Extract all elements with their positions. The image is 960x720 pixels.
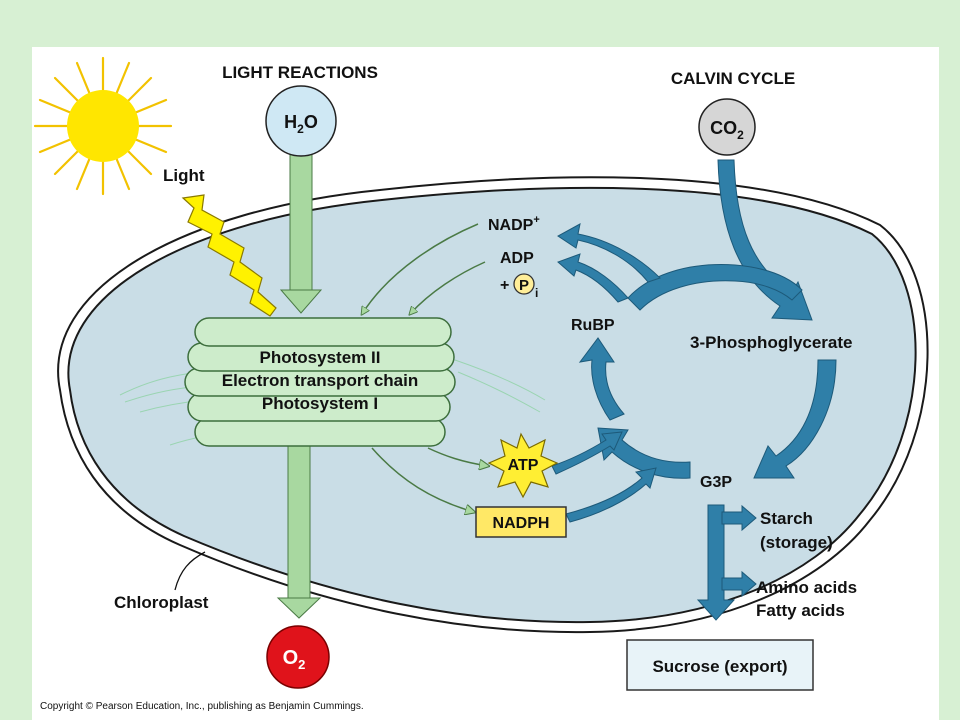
h2o-main: H: [284, 112, 297, 132]
oxygen-node: O2: [266, 625, 330, 689]
atp-label: ATP: [508, 457, 539, 474]
nadp-superscript: +: [533, 214, 539, 226]
copyright-text: Copyright © Pearson Education, Inc., pub…: [40, 701, 364, 712]
svg-text:H2O: H2O: [284, 112, 318, 136]
svg-text:CO2: CO2: [710, 118, 744, 142]
sucrose-label: Sucrose (export): [652, 657, 787, 676]
chloroplast-stroma: [67, 186, 917, 624]
o2-main: O: [283, 647, 299, 669]
oxygen-output-arrow: [276, 439, 322, 619]
nadp-main: NADP: [488, 217, 534, 234]
pi-circle: [513, 273, 535, 295]
phosphoglycerate-label: 3-Phosphoglycerate: [690, 333, 853, 352]
calvin-cycle-heading: CALVIN CYCLE: [671, 69, 795, 88]
o2-subscript: 2: [298, 657, 305, 672]
to-nadph-arrow: [371, 447, 474, 512]
carbon-dioxide-node: CO2: [698, 98, 756, 156]
light-bolt-icon: [181, 194, 277, 317]
pi-main: P: [519, 277, 529, 294]
storage-label: (storage): [760, 533, 833, 552]
thylakoid-stack: [184, 317, 456, 447]
pi-prefix: +: [500, 277, 509, 294]
h2o-tail: O: [304, 112, 318, 132]
co2-subscript: 2: [737, 128, 744, 142]
photosystem-i-label: Photosystem I: [262, 394, 378, 413]
electron-transport-chain-label: Electron transport chain: [222, 371, 418, 390]
pi-subscript: i: [535, 286, 538, 300]
light-label: Light: [163, 166, 205, 185]
starch-label: Starch: [760, 509, 813, 528]
chloroplast-pointer: [174, 551, 206, 591]
nadph-box: [475, 506, 567, 538]
sun-icon: [33, 56, 173, 196]
water-node: H2O: [265, 85, 337, 157]
nadp-plus-label: NADP+: [488, 214, 540, 234]
co2-main: CO: [710, 118, 737, 138]
rubp-label: RuBP: [571, 317, 615, 334]
calvin-cycle-arrows: [551, 159, 837, 621]
amino-acids-label: Amino acids: [756, 578, 857, 597]
adp-return-arrow: [410, 261, 486, 314]
sucrose-box: [626, 639, 814, 691]
adp-label: ADP: [500, 250, 534, 267]
h2o-subscript: 2: [297, 122, 304, 136]
light-reactions-heading: LIGHT REACTIONS: [222, 63, 378, 82]
g3p-label: G3P: [700, 474, 732, 491]
nadph-label: NADPH: [493, 515, 550, 532]
photosystem-ii-label: Photosystem II: [260, 348, 381, 367]
atp-burst: [487, 432, 559, 499]
fatty-acids-label: Fatty acids: [756, 601, 845, 620]
chloroplast-label: Chloroplast: [114, 593, 209, 612]
nadp-return-arrow: [362, 223, 479, 314]
svg-text:O2: O2: [283, 647, 306, 672]
to-atp-arrow: [427, 447, 488, 466]
